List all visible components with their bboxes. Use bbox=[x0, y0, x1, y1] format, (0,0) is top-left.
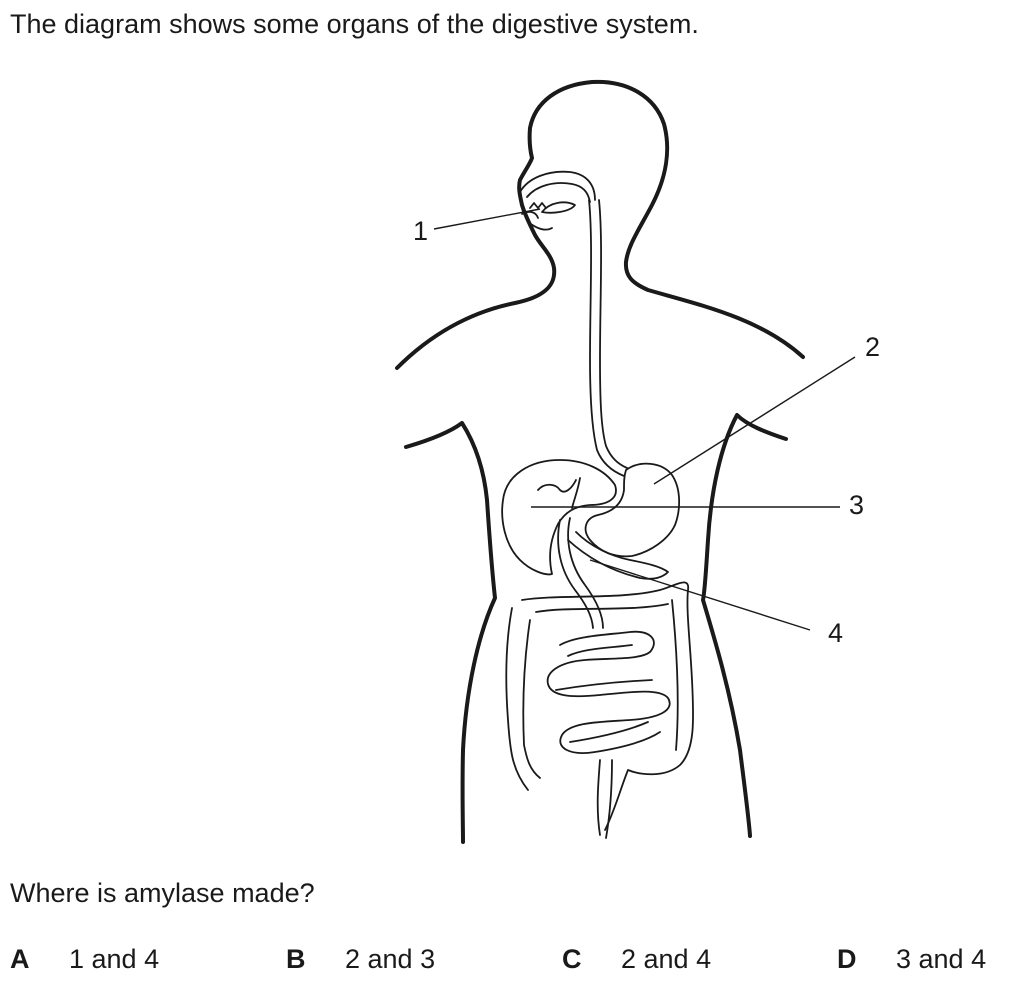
rectum bbox=[596, 759, 613, 839]
teeth bbox=[529, 202, 547, 209]
option-a[interactable]: A 1 and 4 bbox=[10, 944, 159, 975]
option-c-text: 2 and 4 bbox=[621, 944, 712, 974]
option-b[interactable]: B 2 and 3 bbox=[286, 944, 435, 975]
large-intestine bbox=[505, 581, 695, 831]
duodenum bbox=[557, 517, 604, 629]
tongue bbox=[541, 201, 576, 214]
colon-inner bbox=[522, 599, 679, 779]
label-1: 1 bbox=[413, 216, 428, 246]
option-c-letter: C bbox=[562, 944, 582, 974]
question-text: Where is amylase made? bbox=[10, 878, 315, 908]
option-a-letter: A bbox=[10, 944, 30, 974]
small-intestine-inner bbox=[555, 644, 653, 743]
option-d-text: 3 and 4 bbox=[896, 944, 987, 974]
lower-lip bbox=[521, 211, 553, 231]
mouth-outline bbox=[519, 170, 596, 201]
option-c[interactable]: C 2 and 4 bbox=[562, 944, 711, 975]
label-4: 4 bbox=[828, 618, 843, 648]
option-b-text: 2 and 3 bbox=[345, 944, 436, 974]
torso-left-outline bbox=[404, 421, 497, 844]
head-neck-shoulder-outline bbox=[395, 79, 805, 370]
oesophagus bbox=[588, 199, 628, 477]
option-a-text: 1 and 4 bbox=[69, 944, 160, 974]
digestive-system-diagram: 1 2 3 4 bbox=[380, 70, 900, 850]
leader-line-4 bbox=[589, 559, 811, 631]
pancreas bbox=[567, 531, 669, 580]
leader-line-2 bbox=[653, 356, 856, 485]
small-intestine bbox=[546, 630, 671, 754]
option-d[interactable]: D 3 and 4 bbox=[837, 944, 986, 975]
option-b-letter: B bbox=[286, 944, 306, 974]
diagram-svg: 1 2 3 4 bbox=[395, 79, 880, 844]
liver bbox=[501, 459, 617, 576]
upper-jaw bbox=[526, 182, 591, 203]
gall-bladder bbox=[537, 477, 581, 509]
intro-text: The diagram shows some organs of the dig… bbox=[10, 9, 699, 39]
label-3: 3 bbox=[849, 490, 864, 520]
leader-line-1 bbox=[433, 208, 541, 230]
label-2: 2 bbox=[865, 332, 880, 362]
torso-right-outline bbox=[701, 413, 788, 838]
option-d-letter: D bbox=[837, 944, 857, 974]
